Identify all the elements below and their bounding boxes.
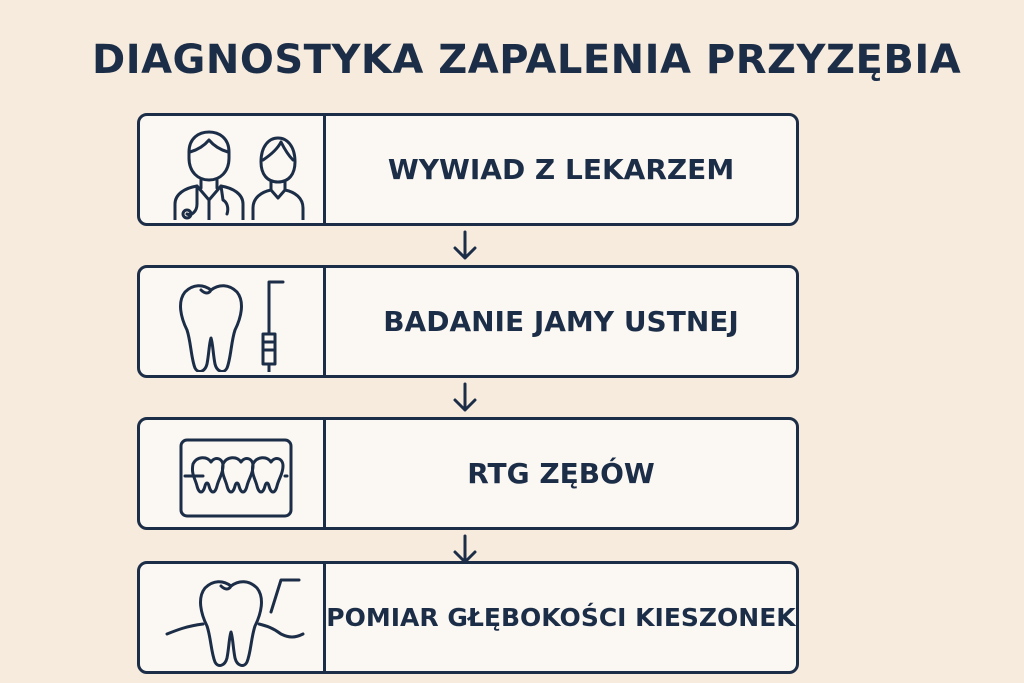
- step-icon-cell: [140, 564, 326, 671]
- down-arrow-icon: [453, 382, 477, 412]
- step-label: BADANIE JAMY USTNEJ: [383, 305, 739, 338]
- step-badanie: BADANIE JAMY USTNEJ: [137, 265, 799, 378]
- step-wywiad: WYWIAD Z LEKARZEM: [137, 113, 799, 226]
- tooth-gum-pocket-icon: [165, 578, 304, 667]
- step-rtg: RTG ZĘBÓW: [137, 417, 799, 530]
- dental-xray-icon: [179, 438, 292, 517]
- down-arrow-icon: [453, 230, 477, 260]
- step-icon-cell: [140, 268, 326, 375]
- tooth-probe-icon: [178, 280, 284, 372]
- step-label: WYWIAD Z LEKARZEM: [387, 153, 735, 186]
- doctor-patient-icon: [173, 130, 304, 220]
- step-pomiar: POMIAR GŁĘBOKOŚCI KIESZONEK: [137, 561, 799, 674]
- step-label: POMIAR GŁĘBOKOŚCI KIESZONEK: [326, 603, 796, 632]
- step-label: RTG ZĘBÓW: [467, 457, 655, 490]
- step-icon-cell: [140, 116, 326, 223]
- page-title: DIAGNOSTYKA ZAPALENIA PRZYZĘBIA: [92, 37, 962, 83]
- step-icon-cell: [140, 420, 326, 527]
